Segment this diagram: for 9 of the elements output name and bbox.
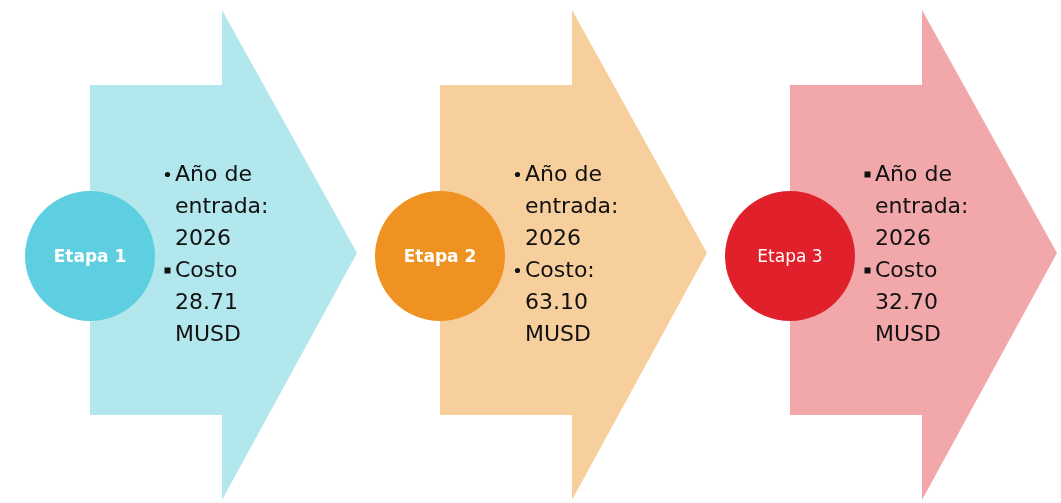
bullet-text: Año de entrada: 2026 xyxy=(875,161,969,250)
stage-label: Etapa 2 xyxy=(403,246,477,266)
bullet-text: Costo 28.71 MUSD xyxy=(175,257,241,346)
bullet-text: Costo: 63.10 MUSD xyxy=(525,257,595,346)
bullet-text: Año de entrada: 2026 xyxy=(175,161,269,250)
bullet-text: Costo 32.70 MUSD xyxy=(875,257,941,346)
bullet-text: Año de entrada: 2026 xyxy=(525,161,619,250)
stage-label: Etapa 1 xyxy=(53,246,127,266)
stage-label: Etapa 3 xyxy=(757,246,823,266)
